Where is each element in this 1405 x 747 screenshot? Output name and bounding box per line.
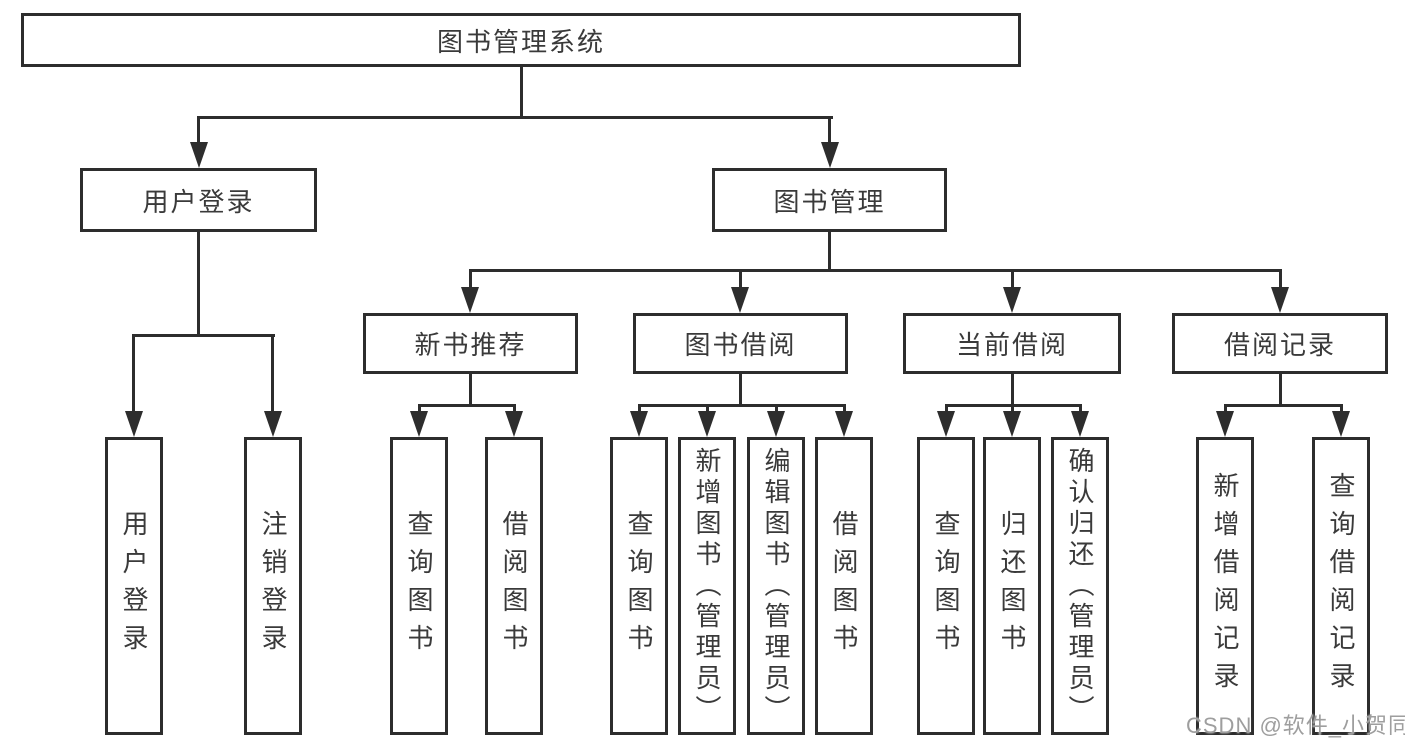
- connector-drop: [1079, 404, 1082, 414]
- connector-drop: [1224, 404, 1227, 414]
- arrow-down-icon: [767, 411, 785, 437]
- leaf-query-borrow-record: 查询借阅记录: [1312, 437, 1370, 735]
- leaf-label: 借阅图书: [499, 510, 529, 662]
- arrow-down-icon: [731, 287, 749, 313]
- csdn-watermark: CSDN @软件_小贺同学: [1186, 713, 1405, 738]
- connector-root-bus: [197, 116, 833, 119]
- node-book-borrow: 图书借阅: [633, 313, 848, 374]
- leaf-query-books-current: 查询图书: [917, 437, 975, 735]
- connector-drop: [706, 404, 709, 414]
- connector-drop-borrow: [739, 269, 742, 289]
- arrow-down-icon: [461, 287, 479, 313]
- node-new-book-recommend: 新书推荐: [363, 313, 578, 374]
- connector-drop: [1011, 404, 1014, 414]
- node-current-borrow: 当前借阅: [903, 313, 1121, 374]
- node-label: 当前借阅: [955, 330, 1068, 360]
- arrow-down-icon: [1216, 411, 1234, 437]
- connector-drop-user-login: [197, 116, 200, 144]
- connector-user-login-bus: [132, 334, 275, 337]
- arrow-down-icon: [835, 411, 853, 437]
- connector-drop: [1340, 404, 1343, 414]
- leaf-label: 借阅图书: [829, 510, 859, 662]
- arrow-down-icon: [937, 411, 955, 437]
- arrow-down-icon: [1271, 287, 1289, 313]
- node-book-management: 图书管理: [712, 168, 947, 232]
- connector-drop: [775, 404, 778, 414]
- leaf-user-login: 用户登录: [105, 437, 163, 735]
- node-label: 图书管理: [773, 186, 886, 217]
- connector-record-stem: [1279, 374, 1282, 407]
- leaf-label: 查询图书: [624, 510, 654, 662]
- leaf-label: 注销登录: [258, 510, 288, 662]
- leaf-query-books-borrow: 查询图书: [610, 437, 668, 735]
- connector-root-stem: [520, 67, 523, 119]
- connector-drop: [418, 404, 421, 414]
- connector-drop-record: [1279, 269, 1282, 289]
- arrow-down-icon: [630, 411, 648, 437]
- arrow-down-icon: [1332, 411, 1350, 437]
- connector-recommend-bus: [418, 404, 516, 407]
- leaf-label: 查询图书: [404, 510, 434, 662]
- leaf-return-books: 归还图书: [983, 437, 1041, 735]
- connector-borrow-bus: [638, 404, 846, 407]
- connector-drop: [638, 404, 641, 414]
- arrow-down-icon: [698, 411, 716, 437]
- leaf-add-books-admin: 新增图书（管理员）: [678, 437, 736, 735]
- connector-drop: [945, 404, 948, 414]
- arrow-down-icon: [1003, 411, 1021, 437]
- connector-user-login-stem: [197, 232, 200, 337]
- leaf-add-borrow-record: 新增借阅记录: [1196, 437, 1254, 735]
- connector-drop-recommend: [469, 269, 472, 289]
- connector-record-bus: [1224, 404, 1343, 407]
- connector-book-mgmt-bus: [469, 269, 1282, 272]
- node-label: 图书管理系统: [436, 26, 605, 57]
- leaf-query-books-recommend: 查询图书: [390, 437, 448, 735]
- leaf-label: 查询借阅记录: [1326, 472, 1356, 700]
- leaf-label: 用户登录: [119, 510, 149, 662]
- arrow-down-icon: [125, 411, 143, 437]
- connector-current-stem: [1011, 374, 1014, 407]
- leaf-label: 新增图书（管理员）: [692, 446, 722, 726]
- connector-book-mgmt-stem: [828, 232, 831, 272]
- leaf-confirm-return-admin: 确认归还（管理员）: [1051, 437, 1109, 735]
- connector-drop-current: [1011, 269, 1014, 289]
- leaf-label: 确认归还（管理员）: [1065, 446, 1095, 726]
- connector-drop-book-mgmt: [828, 116, 831, 144]
- connector-drop-leaf-user-login: [132, 334, 135, 413]
- node-borrow-record: 借阅记录: [1172, 313, 1388, 374]
- connector-drop: [843, 404, 846, 414]
- arrow-down-icon: [505, 411, 523, 437]
- connector-borrow-stem: [739, 374, 742, 407]
- node-library-management-system: 图书管理系统: [21, 13, 1021, 67]
- leaf-logout: 注销登录: [244, 437, 302, 735]
- leaf-edit-books-admin: 编辑图书（管理员）: [747, 437, 805, 735]
- leaf-label: 编辑图书（管理员）: [761, 446, 791, 726]
- arrow-down-icon: [190, 142, 208, 168]
- leaf-label: 归还图书: [997, 510, 1027, 662]
- arrow-down-icon: [1003, 287, 1021, 313]
- node-label: 用户登录: [142, 186, 255, 217]
- arrow-down-icon: [1071, 411, 1089, 437]
- arrow-down-icon: [264, 411, 282, 437]
- connector-drop-leaf-logout: [271, 334, 274, 413]
- node-user-login: 用户登录: [80, 168, 317, 232]
- leaf-label: 新增借阅记录: [1210, 472, 1240, 700]
- connector-recommend-stem: [469, 374, 472, 407]
- leaf-borrow-books: 借阅图书: [815, 437, 873, 735]
- connector-drop: [513, 404, 516, 414]
- leaf-borrow-books-recommend: 借阅图书: [485, 437, 543, 735]
- arrow-down-icon: [410, 411, 428, 437]
- node-label: 新书推荐: [414, 330, 527, 360]
- node-label: 图书借阅: [684, 330, 797, 360]
- leaf-label: 查询图书: [931, 510, 961, 662]
- node-label: 借阅记录: [1223, 330, 1336, 360]
- arrow-down-icon: [821, 142, 839, 168]
